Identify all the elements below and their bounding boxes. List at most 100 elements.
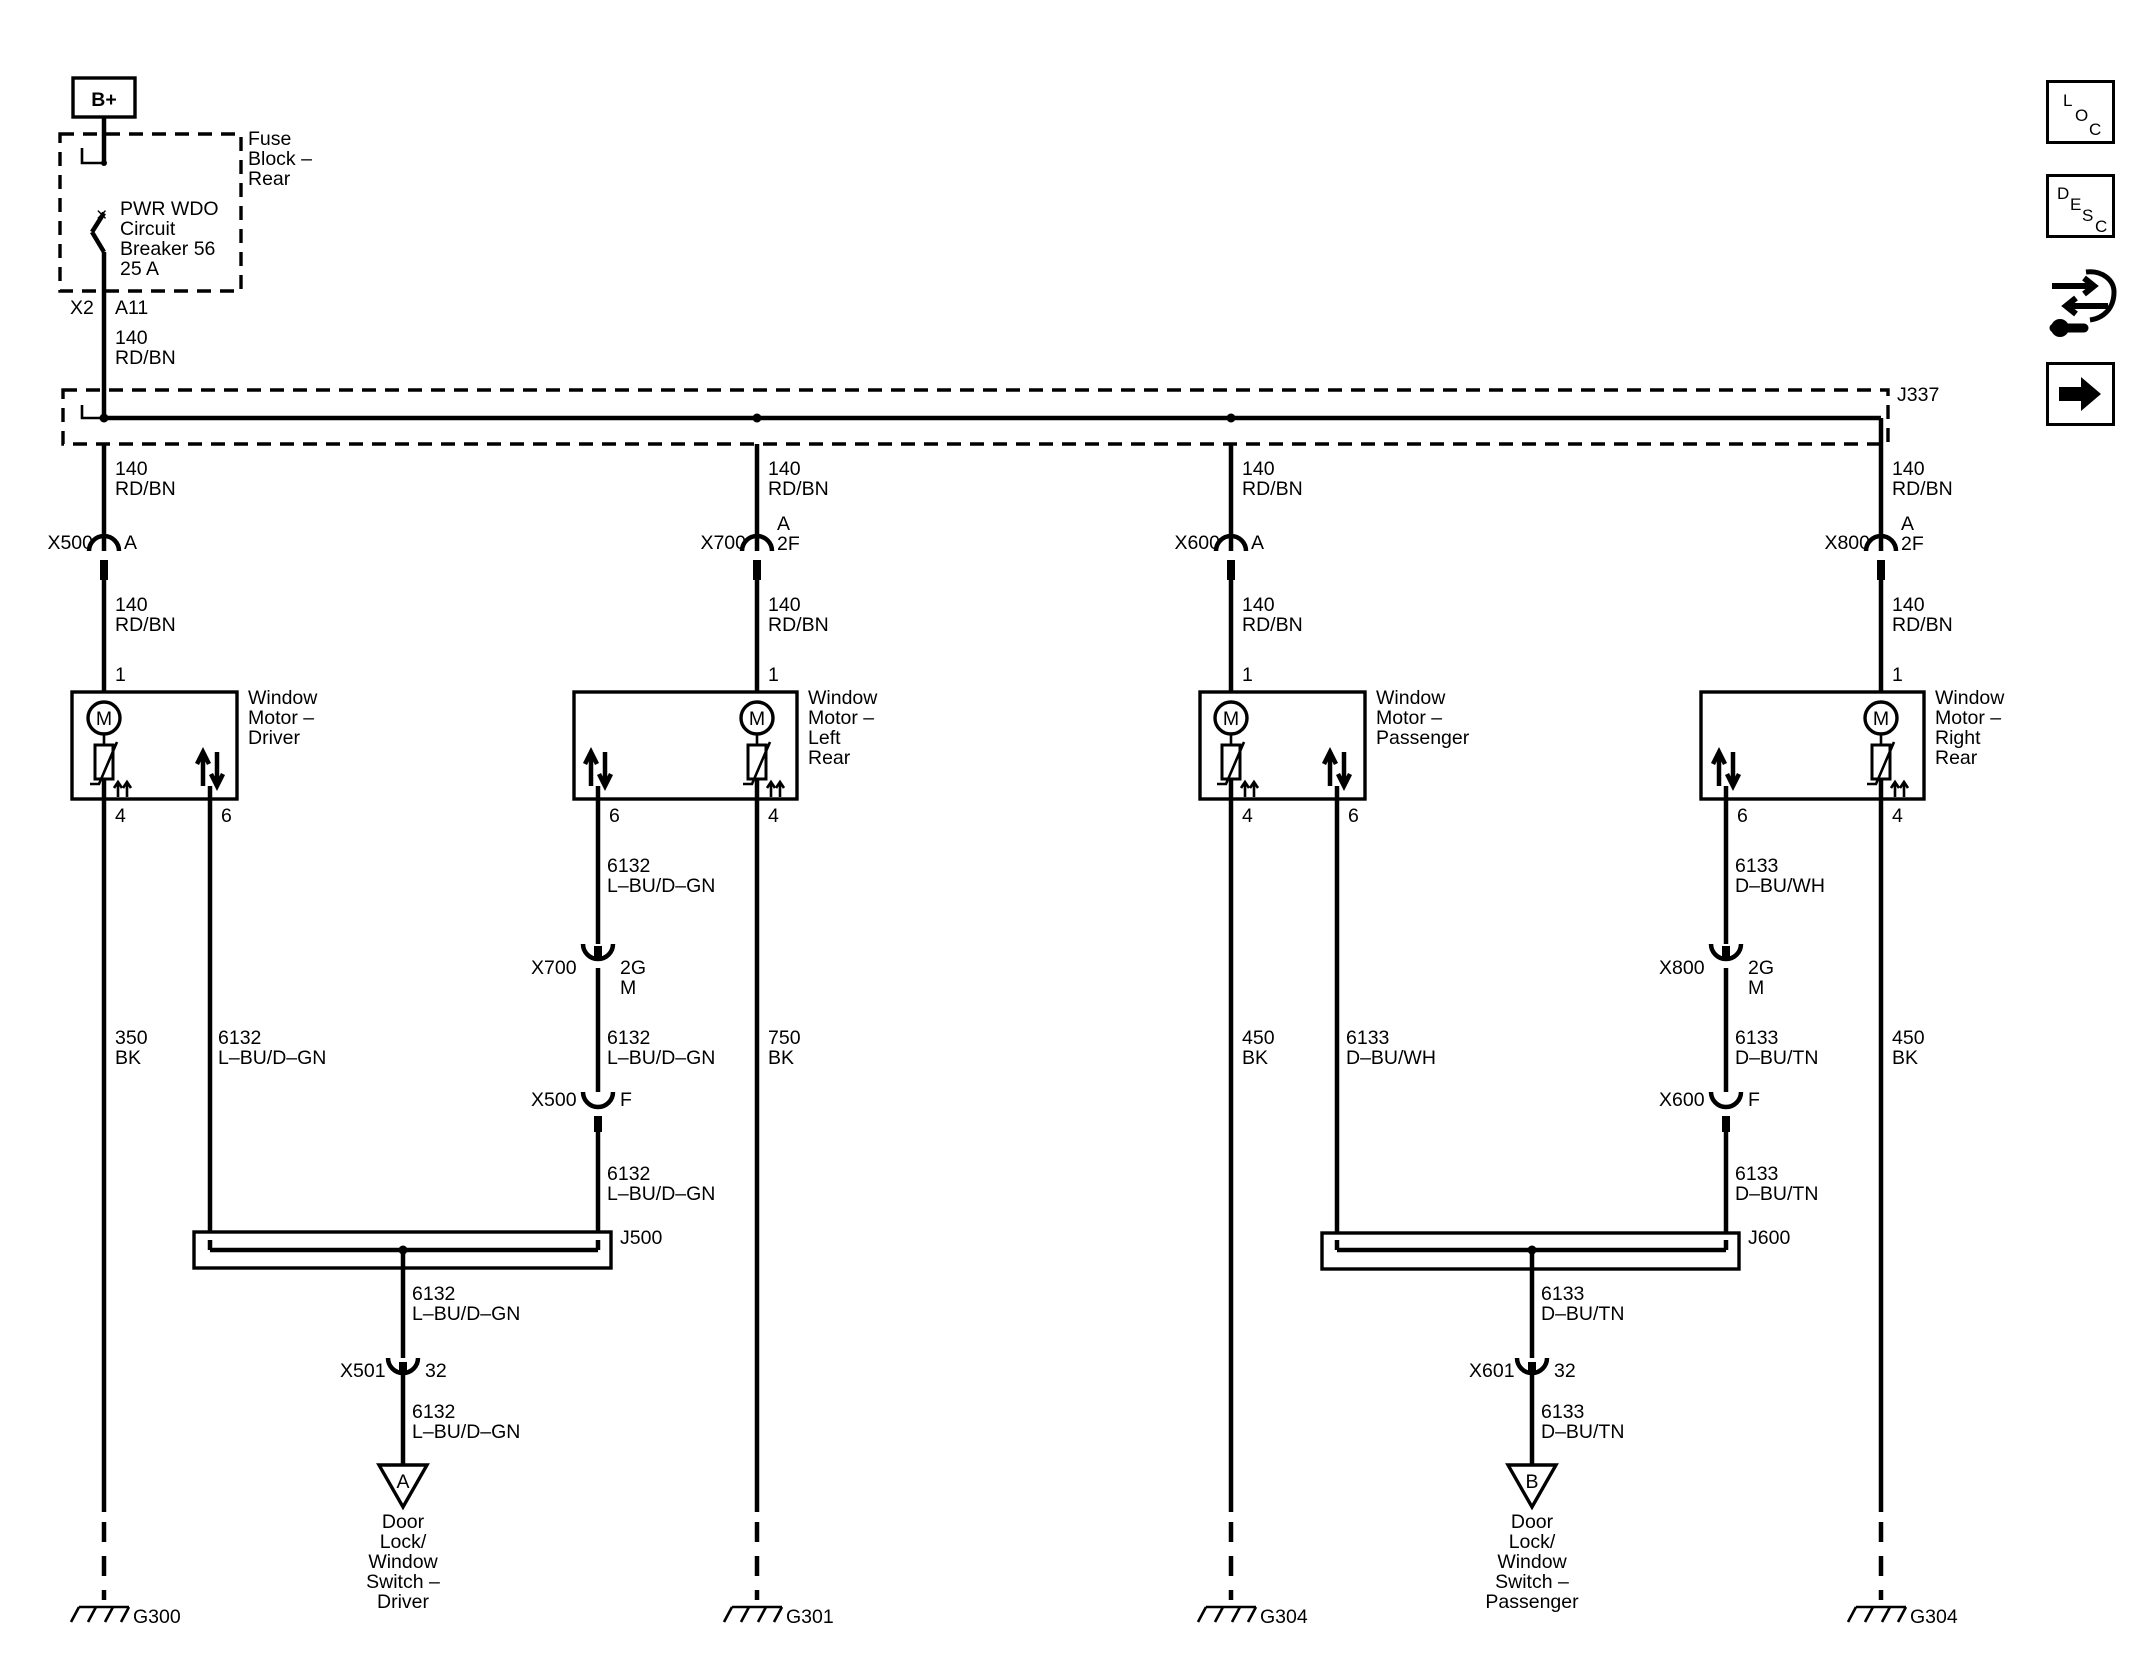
svg-text:D–BU/WH: D–BU/WH [1346,1047,1436,1069]
svg-text:6132: 6132 [607,855,650,877]
svg-text:6133: 6133 [1735,1027,1778,1049]
connector-x601: X601 [1469,1360,1515,1382]
svg-text:2G: 2G [1748,957,1774,979]
description-button[interactable]: D E S C [2046,174,2115,238]
svg-text:Driver: Driver [377,1591,430,1613]
location-button[interactable]: L O C [2046,80,2115,144]
splice-j337-outline [61,388,1890,446]
ground-label: G304 [1260,1606,1308,1628]
connector-a11: A11 [115,297,148,319]
circuit-breaker-symbol: × [80,117,107,418]
svg-text:32: 32 [1554,1360,1576,1382]
connector-x500: X500 [47,532,93,554]
connector-pin: A [777,513,790,535]
svg-text:A: A [396,1471,409,1493]
svg-text:25 A: 25 A [120,258,159,280]
feed-color-upper: RD/BN [115,478,176,500]
circuit-breaker-label: PWR WDO Circuit Breaker 56 25 A [120,198,219,280]
svg-text:Passenger: Passenger [1485,1591,1579,1613]
splice-j337-label: J337 [1897,384,1939,406]
svg-text:D–BU/TN: D–BU/TN [1735,1183,1818,1205]
svg-text:6133: 6133 [1346,1027,1389,1049]
connector-end-view-icon[interactable] [2046,262,2118,342]
svg-text:M: M [1748,977,1764,999]
svg-text:6132: 6132 [607,1027,650,1049]
battery-label: B+ [91,89,116,111]
ground-color: BK [1242,1047,1268,1069]
svg-text:Lock/: Lock/ [1509,1531,1556,1553]
svg-text:M: M [620,977,636,999]
pin-ground: 4 [1892,805,1903,827]
connector-x600-lower: X600 [1659,1089,1705,1111]
pin-control: 6 [221,805,232,827]
svg-text:Block –: Block – [248,148,312,170]
next-page-arrow-icon [2059,377,2101,411]
ground-circuit: 450 [1892,1027,1925,1049]
motor-name-line: Motor – [808,707,874,729]
connector-x600: X600 [1174,532,1220,554]
passenger-control-circuit [1320,798,1744,1511]
svg-text:Switch –: Switch – [366,1571,440,1593]
motor-label: M [1873,708,1889,730]
svg-text:6133: 6133 [1735,1163,1778,1185]
feed-circuit-lower: 140 [115,594,148,616]
motor-name-line: Driver [248,727,301,749]
motor-label: M [96,708,112,730]
motor-name-line: Right [1935,727,1981,749]
motor-name-line: Motor – [1935,707,2001,729]
svg-text:Circuit: Circuit [120,218,176,240]
pin-feed: 1 [115,664,126,686]
feed-circuit-upper: 140 [115,458,148,480]
motor-name-line: Rear [808,747,851,769]
pin-ground: 4 [115,805,126,827]
feed-wire-label: 140 RD/BN [115,327,176,369]
feed-color-lower: RD/BN [1242,614,1303,636]
svg-text:PWR WDO: PWR WDO [120,198,219,220]
ground-label: G301 [786,1606,834,1628]
svg-text:6133: 6133 [1735,855,1778,877]
ground-circuit: 450 [1242,1027,1275,1049]
svg-text:6132: 6132 [607,1163,650,1185]
svg-text:Window: Window [1497,1551,1567,1573]
svg-text:Window: Window [368,1551,438,1573]
svg-text:L–BU/D–GN: L–BU/D–GN [218,1047,326,1069]
feed-color-lower: RD/BN [1892,614,1953,636]
svg-text:L–BU/D–GN: L–BU/D–GN [607,1047,715,1069]
connector-x2: X2 [70,297,94,319]
next-page-button[interactable] [2046,362,2115,426]
svg-text:Switch –: Switch – [1495,1571,1569,1593]
pin-control: 6 [1737,805,1748,827]
motor-name-line: Rear [1935,747,1978,769]
connector-pin: A [1901,513,1914,535]
svg-text:2G: 2G [620,957,646,979]
motor-name-line: Passenger [1376,727,1470,749]
motor-name-line: Left [808,727,841,749]
svg-text:Fuse: Fuse [248,128,291,150]
ground-circuit: 350 [115,1027,148,1049]
feed-color-upper: RD/BN [768,478,829,500]
connector-x501: X501 [340,1360,386,1382]
svg-text:B: B [1525,1471,1538,1493]
motor-name-line: Window [1935,687,2005,709]
svg-text:Breaker 56: Breaker 56 [120,238,215,260]
ground-label: G304 [1910,1606,1958,1628]
motor-name-line: Motor – [1376,707,1442,729]
svg-text:6132: 6132 [218,1027,261,1049]
driver-control-labels: 6132 L–BU/D–GN 6132 L–BU/D–GN X700 2G M … [218,855,715,1613]
connector-pin: A [1251,532,1264,554]
connector-pin: A [124,532,137,554]
passenger-control-labels: 6133 D–BU/WH 6133 D–BU/WH X800 2G M 6133… [1346,855,1825,1613]
connector-x700: X700 [700,532,746,554]
ground-label: G300 [133,1606,181,1628]
svg-text:D–BU/TN: D–BU/TN [1541,1421,1624,1443]
svg-text:140: 140 [115,327,148,349]
svg-text:L–BU/D–GN: L–BU/D–GN [412,1303,520,1325]
svg-text:RD/BN: RD/BN [115,347,176,369]
motor-label: M [749,708,765,730]
svg-text:L–BU/D–GN: L–BU/D–GN [607,875,715,897]
pin-feed: 1 [1892,664,1903,686]
driver-control-circuit [192,798,616,1511]
